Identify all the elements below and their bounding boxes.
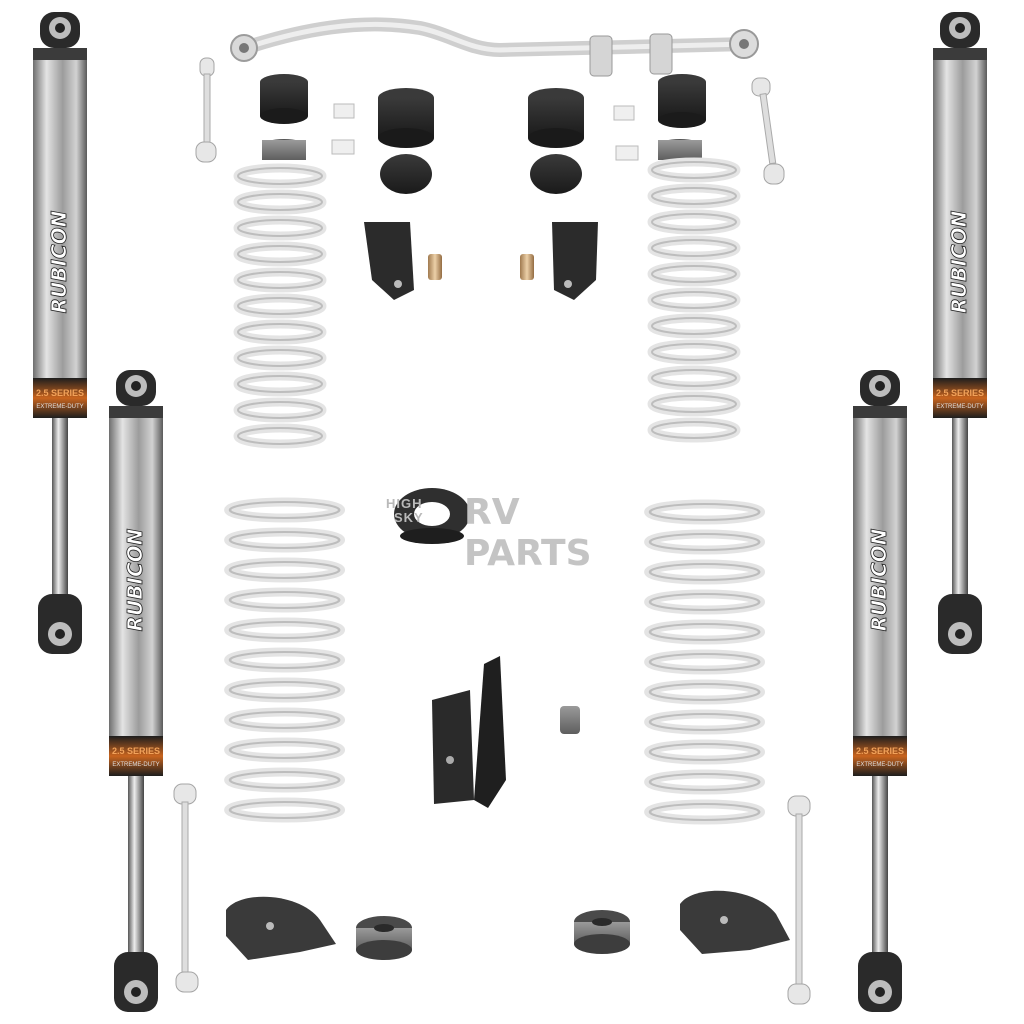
spring-isolator-ring xyxy=(394,488,470,544)
sleeve-spacer xyxy=(560,706,580,734)
shock-absorber-front-right: RUBICON 2.5 SERIES EXTREME-DUTY xyxy=(933,12,987,654)
shock-series-sub-label: EXTREME-DUTY xyxy=(112,762,159,768)
rear-track-bar-bracket xyxy=(432,656,506,808)
shock-series-label: 2.5 SERIES xyxy=(36,388,84,398)
front-brackets xyxy=(364,222,598,300)
shock-brand-label: RUBICON xyxy=(123,528,147,631)
shock-brand-label: RUBICON xyxy=(867,528,891,631)
shock-series-sub-label: EXTREME-DUTY xyxy=(36,404,83,410)
shock-brand-label: RUBICON xyxy=(947,210,971,313)
shock-series-label: 2.5 SERIES xyxy=(856,746,904,756)
shock-absorber-rear-right: RUBICON 2.5 SERIES EXTREME-DUTY xyxy=(853,370,907,1012)
coil-spring-rear-right xyxy=(650,504,759,820)
sway-link-bottom-right xyxy=(787,795,811,1005)
shock-series-sub-label: EXTREME-DUTY xyxy=(856,762,903,768)
sway-link-top-right xyxy=(751,77,785,185)
shock-brand-label: RUBICON xyxy=(47,210,71,313)
sway-link-bottom-left xyxy=(173,783,199,993)
coil-spring-front-left xyxy=(238,168,322,444)
shock-series-label: 2.5 SERIES xyxy=(936,388,984,398)
shock-absorber-front-left: RUBICON 2.5 SERIES EXTREME-DUTY xyxy=(33,12,87,654)
shock-series-sub-label: EXTREME-DUTY xyxy=(936,404,983,410)
bump-stop-puck-rear-right xyxy=(574,910,630,954)
bump-stop-puck-rear-left xyxy=(356,916,412,960)
coil-spring-rear-left xyxy=(230,502,339,818)
coil-spring-front-right xyxy=(652,162,736,438)
track-bar xyxy=(230,17,759,77)
bump-stop-spacers-top xyxy=(260,74,706,194)
shock-series-label: 2.5 SERIES xyxy=(112,746,160,756)
shock-absorber-rear-left: RUBICON 2.5 SERIES EXTREME-DUTY xyxy=(109,370,163,1012)
bump-stop-bracket-rear-right xyxy=(680,890,790,954)
sway-link-top-left xyxy=(195,57,217,163)
bump-stop-bracket-rear-left xyxy=(226,896,336,960)
